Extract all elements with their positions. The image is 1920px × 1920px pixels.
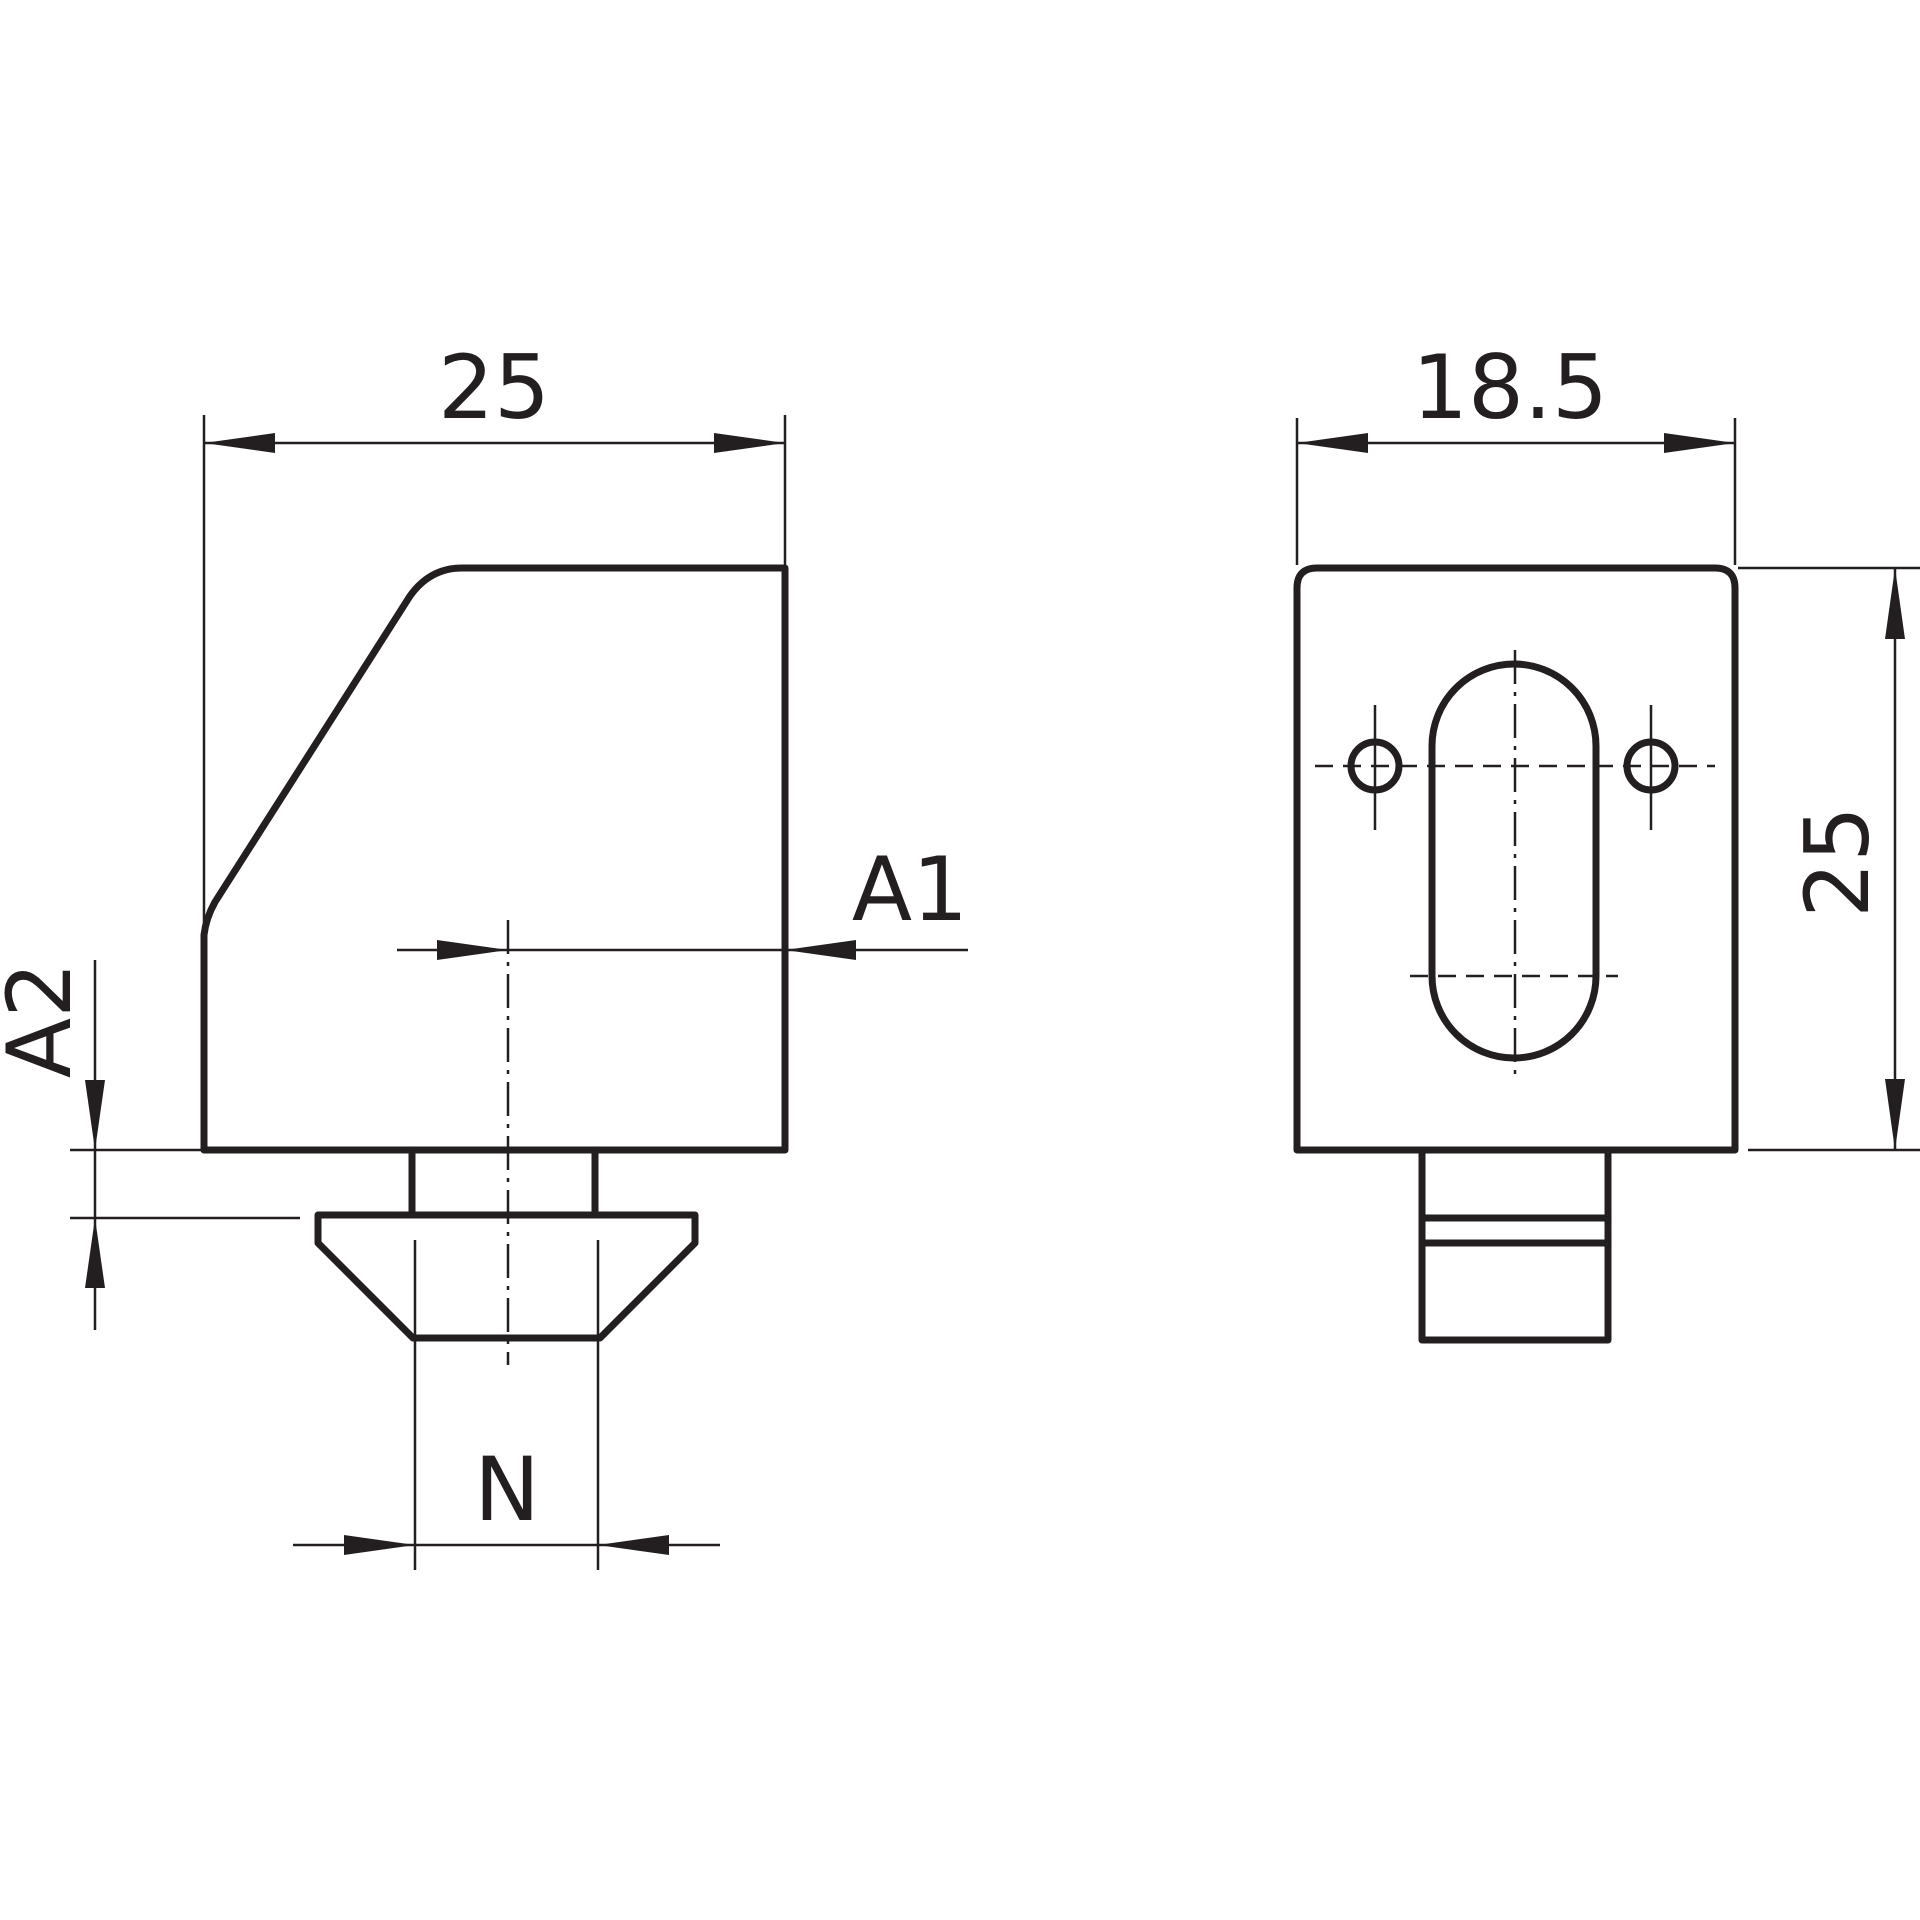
dim-arrow-a1-left [437,940,508,960]
dim-arrow-a2-bottom [85,1218,105,1288]
dim-n-label: N [474,1438,540,1541]
dim-arrow-right [714,433,785,453]
front-tnut-outline [314,1211,699,1342]
front-body-outline [200,564,789,1154]
front-view: 25 A1 A2 N [0,336,968,1570]
dim-arrow-n-left [344,1535,415,1555]
dim-arrow-side-top [1885,568,1905,639]
dim-front-width: 25 [202,336,787,940]
side-view: 18.5 25 [1293,336,1920,1344]
dim-arrow-left [204,433,275,453]
dim-a1-label: A1 [852,838,968,941]
dim-side-width: 18.5 [1295,336,1737,565]
dim-arrow-n-right [598,1535,669,1555]
dim-arrow-side-left [1297,433,1368,453]
dim-a1: A1 [397,838,968,960]
dim-side-width-label: 18.5 [1412,336,1608,439]
side-body-outline [1293,564,1739,1154]
dim-arrow-a2-top [85,1080,105,1150]
dim-front-width-label: 25 [438,336,550,439]
dim-side-height-label: 25 [1786,806,1889,918]
dim-a2: A2 [0,960,300,1330]
dim-a2-label: A2 [0,962,91,1078]
dim-arrow-side-right [1664,433,1735,453]
dim-arrow-a1-right [785,940,856,960]
dim-n: N [293,1338,720,1570]
dim-side-height: 25 [1738,566,1920,1152]
dim-arrow-side-bottom [1885,1079,1905,1150]
